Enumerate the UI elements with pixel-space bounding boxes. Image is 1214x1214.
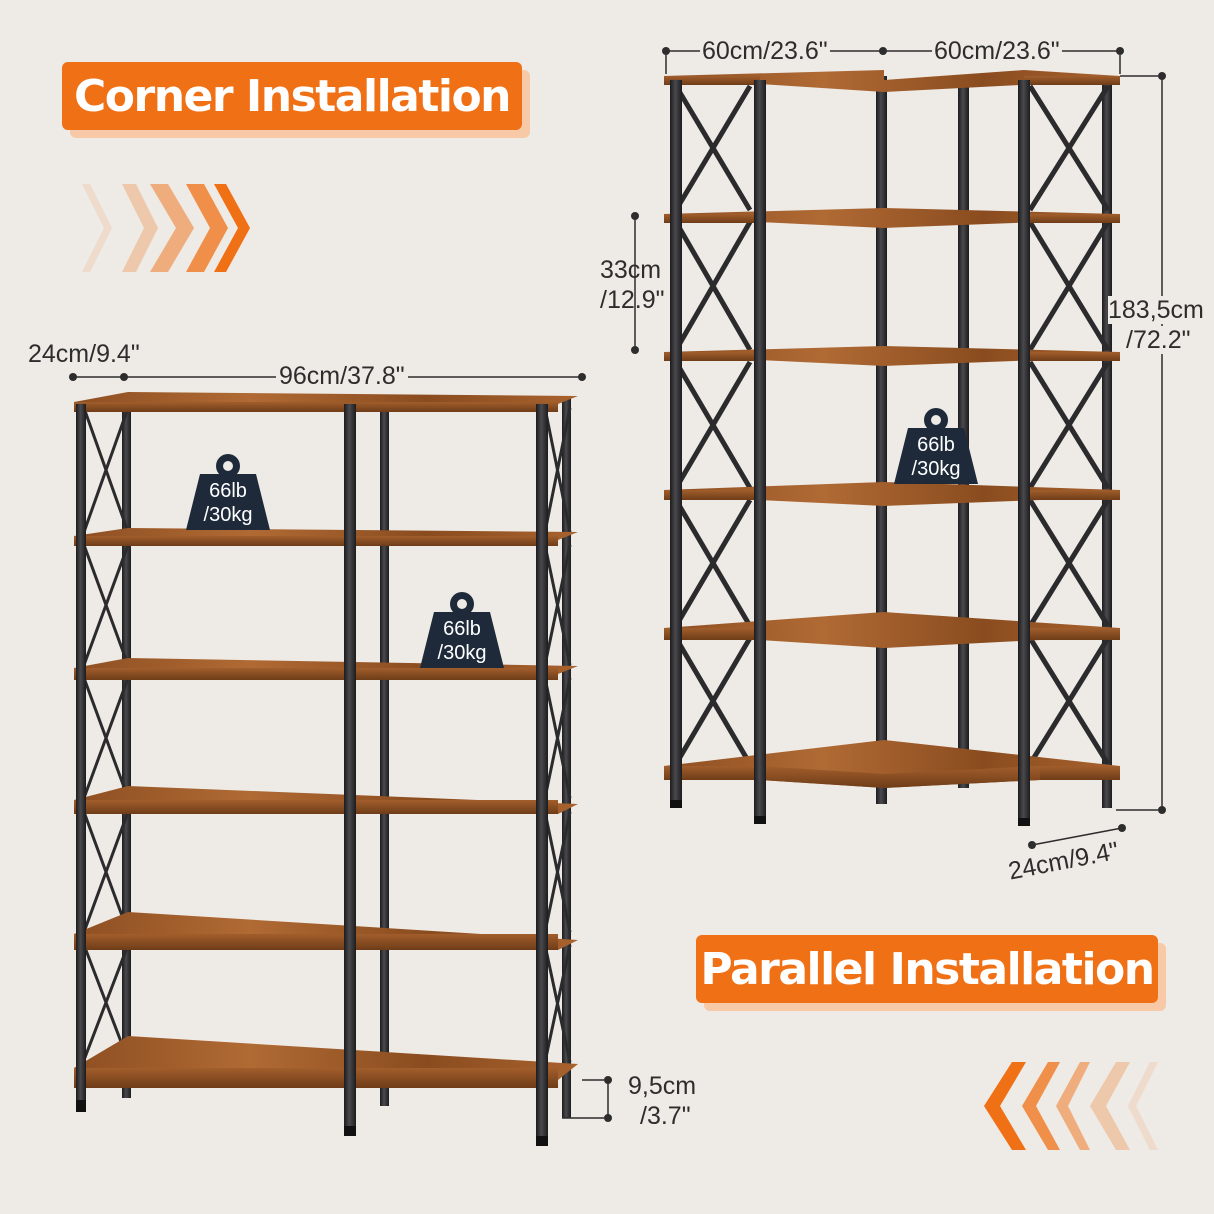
- weight-kg: /30kg: [911, 458, 961, 480]
- parallel-installation-banner: Parallel Installation: [696, 935, 1166, 1011]
- corner-width-right-label: 60cm/23.6": [932, 37, 1062, 65]
- corner-height-in-label: /72.2": [1126, 326, 1191, 354]
- weight-lb: 66lb: [443, 618, 481, 640]
- weight-icon: [420, 592, 504, 668]
- corner-installation-label: Corner Installation: [73, 70, 512, 122]
- parallel-installation-label: Parallel Installation: [700, 943, 1155, 995]
- parallel-shelves: [74, 392, 578, 1088]
- corner-shelf-gap-cm-label: 33cm: [600, 256, 662, 284]
- chevron-right-icon: [82, 184, 250, 272]
- weight-badge: 66lb /30kg: [186, 450, 270, 530]
- weight-badge: 66lb /30kg: [894, 404, 978, 484]
- corner-width-left-label: 60cm/23.6": [700, 37, 830, 65]
- weight-icon: [894, 408, 978, 484]
- parallel-foot-cm-label: 9,5cm: [628, 1072, 697, 1100]
- corner-shelves: [664, 70, 1120, 788]
- parallel-bookshelf: [74, 392, 578, 1146]
- weight-lb: 66lb: [917, 434, 955, 456]
- weight-icon: [186, 454, 270, 530]
- chevron-left-icon: [984, 1062, 1158, 1150]
- parallel-width-label: 96cm/37.8": [276, 362, 408, 390]
- parallel-foot-in-label: /3.7": [640, 1102, 691, 1130]
- corner-shelf-gap-in-label: /12.9": [600, 286, 665, 314]
- parallel-depth-label: 24cm/9.4": [28, 340, 140, 368]
- corner-bookshelf: [664, 70, 1120, 826]
- weight-badge: 66lb /30kg: [420, 588, 504, 668]
- weight-kg: /30kg: [203, 504, 253, 526]
- corner-height-cm-label: 183,5cm: [1108, 296, 1204, 324]
- weight-kg: /30kg: [437, 642, 487, 664]
- corner-installation-banner: Corner Installation: [62, 62, 530, 138]
- weight-lb: 66lb: [209, 480, 247, 502]
